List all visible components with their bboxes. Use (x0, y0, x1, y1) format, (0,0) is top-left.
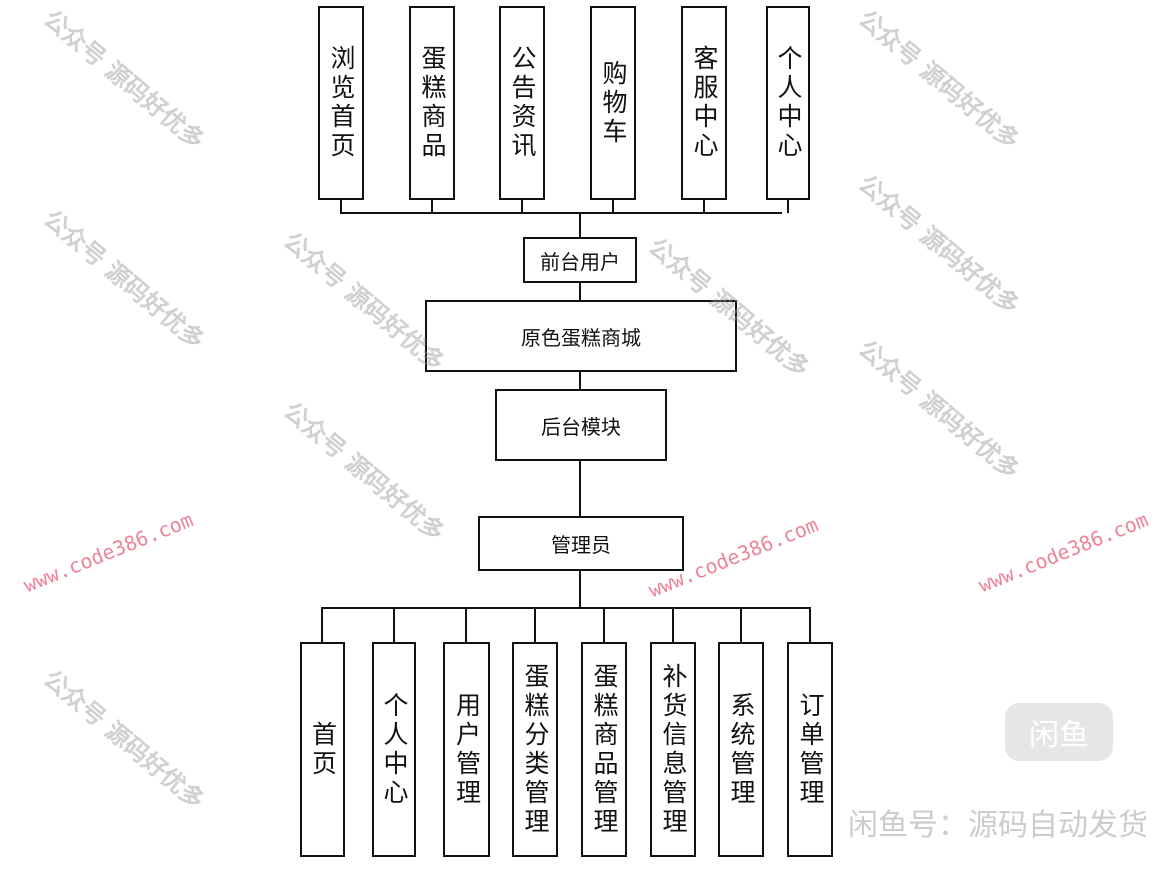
connector (521, 200, 523, 213)
connector (340, 200, 342, 213)
frontend-module-box: 购物车 (590, 6, 636, 200)
connector (393, 607, 395, 642)
module-label: 个人中心 (380, 691, 409, 808)
backend-submodule-box: 补货信息管理 (650, 642, 696, 857)
module-label: 首页 (308, 720, 338, 779)
connector (431, 200, 433, 213)
watermark-wechat: 公众号 源码好优多 (853, 4, 1025, 155)
backend-label: 后台模块 (541, 414, 621, 439)
frontend-module-box: 个人中心 (766, 6, 810, 200)
connector (603, 607, 605, 642)
connector (672, 607, 674, 642)
connector (465, 607, 467, 642)
connector (534, 607, 536, 642)
watermark-url: www.code386.com (975, 507, 1152, 598)
connector (809, 607, 811, 642)
watermark-xianyu: 闲鱼号：源码自动发货 (848, 808, 1148, 843)
watermark-wechat: 公众号 源码好优多 (38, 204, 210, 355)
role-label: 前台用户 (540, 249, 620, 274)
frontend-module-box: 公告资讯 (499, 6, 545, 200)
module-label: 系统管理 (727, 691, 756, 808)
system-label: 原色蛋糕商城 (521, 325, 641, 350)
connector (740, 607, 742, 642)
backend-module-box: 后台模块 (495, 389, 667, 461)
backend-submodule-box: 蛋糕商品管理 (581, 642, 627, 857)
module-label: 订单管理 (796, 691, 825, 808)
watermark-wechat: 公众号 源码好优多 (853, 334, 1025, 485)
backend-submodule-box: 订单管理 (787, 642, 833, 857)
connector (703, 200, 705, 213)
backend-submodule-box: 首页 (300, 642, 345, 857)
watermark-wechat: 公众号 源码好优多 (853, 169, 1025, 320)
frontend-role-box: 前台用户 (523, 237, 637, 283)
backend-submodule-box: 系统管理 (718, 642, 764, 857)
frontend-module-box: 客服中心 (681, 6, 727, 200)
module-label: 补货信息管理 (659, 662, 688, 837)
connector (340, 212, 782, 214)
role-label: 管理员 (551, 533, 611, 557)
watermark-url: www.code386.com (20, 507, 197, 598)
module-label: 浏览首页 (327, 45, 356, 161)
backend-submodule-box: 用户管理 (443, 642, 490, 857)
logo-text: 闲鱼 (1029, 718, 1089, 753)
backend-submodule-box: 个人中心 (372, 642, 416, 857)
system-box: 原色蛋糕商城 (425, 300, 737, 372)
watermark-wechat: 公众号 源码好优多 (38, 4, 210, 155)
xianyu-logo: 闲鱼 (1005, 703, 1113, 761)
watermark-wechat: 公众号 源码好优多 (38, 664, 210, 815)
module-label: 个人中心 (774, 45, 803, 161)
frontend-module-box: 蛋糕商品 (409, 6, 455, 200)
module-label: 蛋糕商品 (418, 45, 447, 161)
connector (612, 200, 614, 213)
module-label: 客服中心 (690, 45, 719, 161)
module-label: 公告资讯 (508, 45, 537, 161)
connector (321, 607, 811, 609)
backend-submodule-box: 蛋糕分类管理 (512, 642, 558, 857)
module-label: 购物车 (599, 59, 628, 147)
module-label: 蛋糕分类管理 (521, 662, 550, 837)
connector (321, 607, 323, 642)
frontend-module-box: 浏览首页 (318, 6, 364, 200)
admin-role-box: 管理员 (478, 516, 684, 571)
module-label: 蛋糕商品管理 (590, 662, 619, 837)
connector (787, 200, 789, 213)
watermark-wechat: 公众号 源码好优多 (278, 396, 450, 547)
module-label: 用户管理 (452, 691, 482, 808)
